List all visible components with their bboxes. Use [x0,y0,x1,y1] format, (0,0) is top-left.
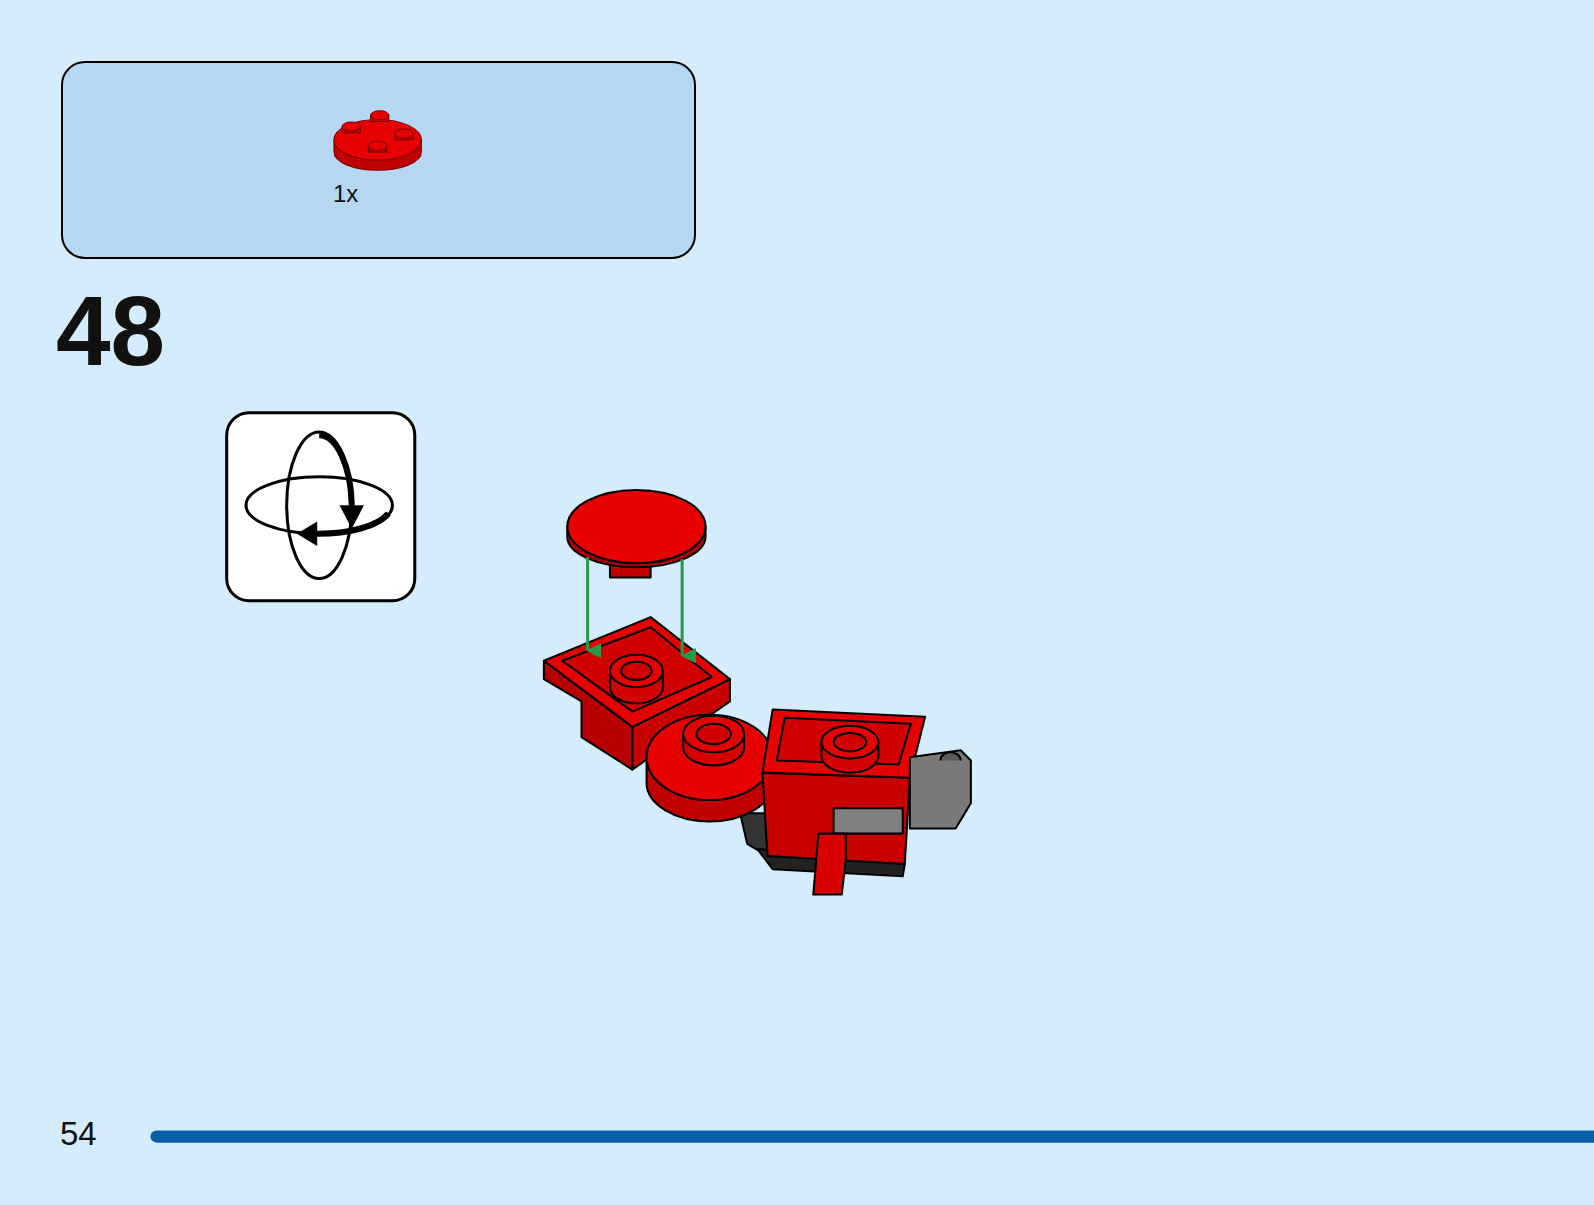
page-number: 54 [60,1117,97,1150]
page-bar [150,1130,1594,1142]
step-number: 48 [56,282,165,380]
part-count: 1x [333,180,358,208]
lego-model [544,490,971,895]
parts-panel: 1x [61,61,696,259]
part-image [63,63,693,256]
rotate-icon [227,413,415,601]
